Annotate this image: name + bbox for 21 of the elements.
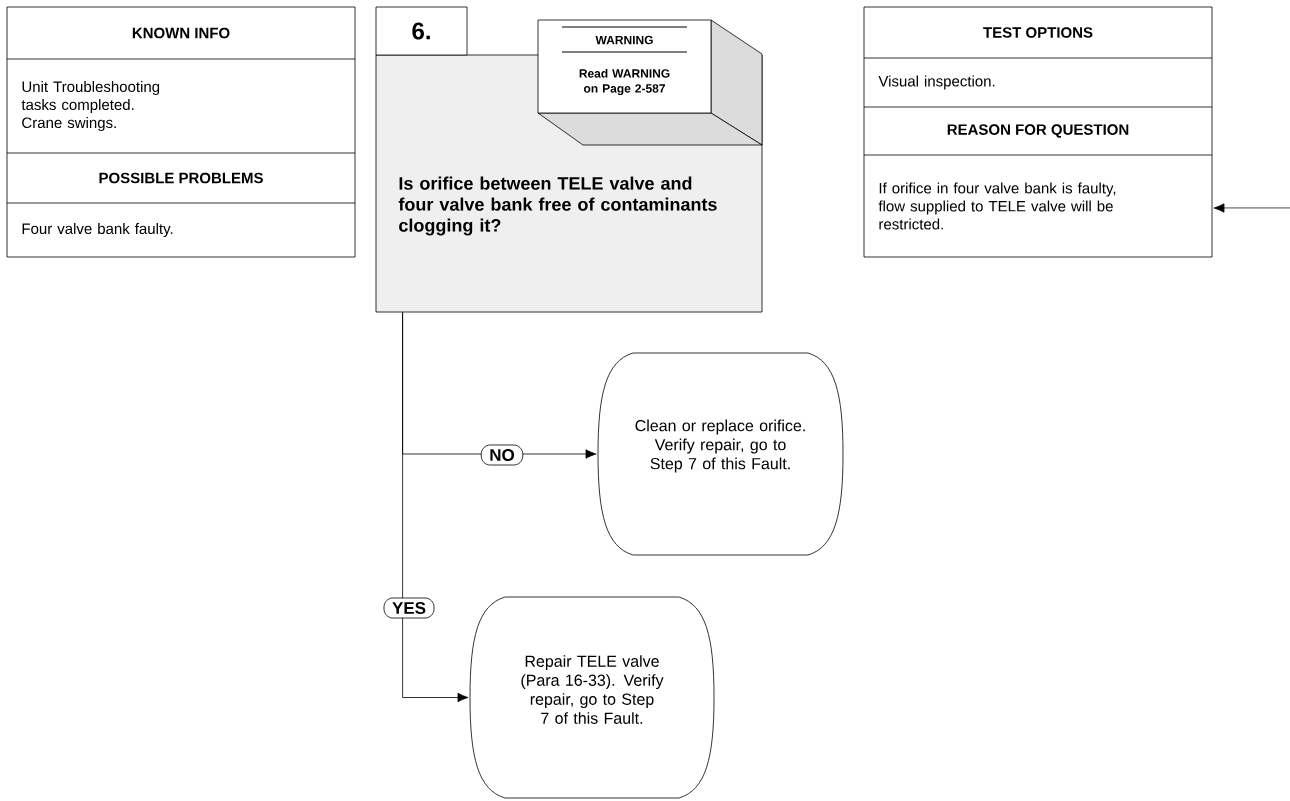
step-number-tab: 6. [375,6,468,56]
arrow [1213,203,1290,213]
warning-box [537,19,763,146]
question-text: Is orifice between TELE valve and four valve bank free of contaminants clogging it? [398,176,717,236]
table-text: If orifice in four valve bank is faulty, flow supplied to TELE valve will be restricted. [878,182,1116,230]
table-heading: REASON FOR QUESTION [947,124,1129,138]
warning-text: Read WARNING on Page 2-587 [579,68,670,96]
table-text: Four valve bank faulty. [22,223,173,237]
table-heading: KNOWN INFO [132,27,230,39]
info-table [863,6,1213,258]
result-terminal: Clean or replace orifice. Verify repair, go to Step 7 of this Fault. [597,352,844,556]
edge-label: NO [480,444,524,466]
table-heading: TEST OPTIONS [983,27,1093,38]
warning-heading: WARNING [595,35,653,45]
table-text: Unit Troubleshooting tasks completed. Crane swings. [21,81,160,131]
result-terminal: Repair TELE valve (Para 16-33). Verify repair, go to Step 7 of this Fault. [469,596,715,799]
info-table [6,6,356,258]
edge-label: YES [383,597,435,619]
arrow [402,312,469,703]
table-text: Visual inspection. [878,75,995,90]
table-heading: POSSIBLE PROBLEMS [99,172,263,184]
